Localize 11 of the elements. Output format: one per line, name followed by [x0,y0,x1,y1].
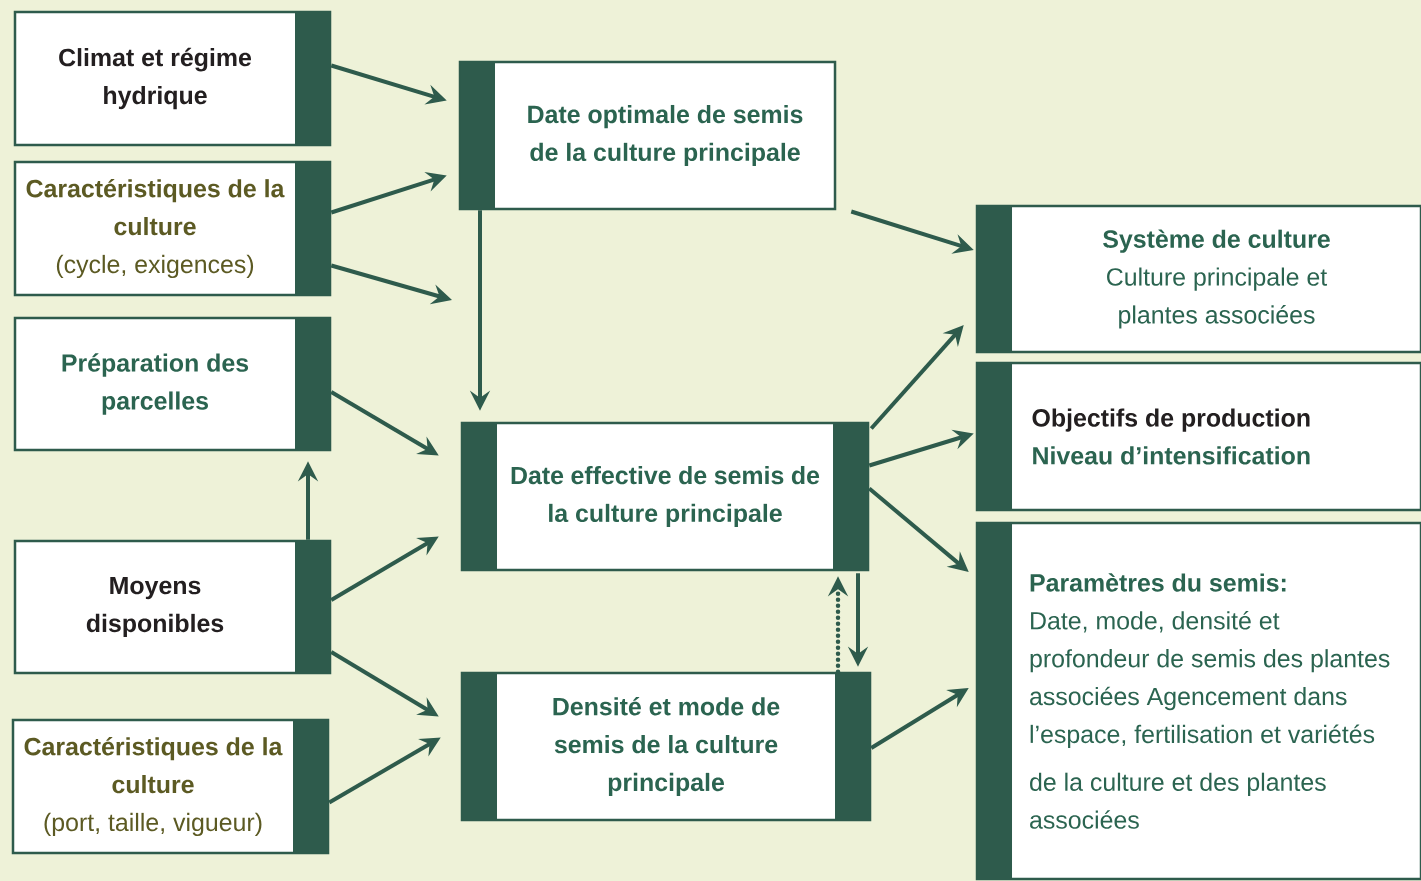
process-box: Paramètres du semis: Date, mode, densité et profondeur de semis des plantes associées Agencement dans l’espace, fertilisation et variétés de la culture et des plantes associées [975,521,1421,881]
process-box: Climat et régime hydrique [13,10,332,147]
process-box: Caractéristiques de la culture (port, taille, vigueur) [11,718,330,855]
process-box: Date optimale de semis de la culture principale [458,60,837,211]
process-box: Moyens disponibles [13,539,332,675]
process-box: Densité et mode de semis de la culture principale [460,671,872,822]
process-box: Objectifs de production Niveau d’intensification [975,361,1421,512]
process-box: Système de culture Culture principale et plantes associées [975,204,1421,354]
process-box: Date effective de semis de la culture principale [460,421,870,572]
process-box: Préparation des parcelles [13,316,332,452]
process-box: Caractéristiques de la culture (cycle, exigences) [13,160,332,297]
